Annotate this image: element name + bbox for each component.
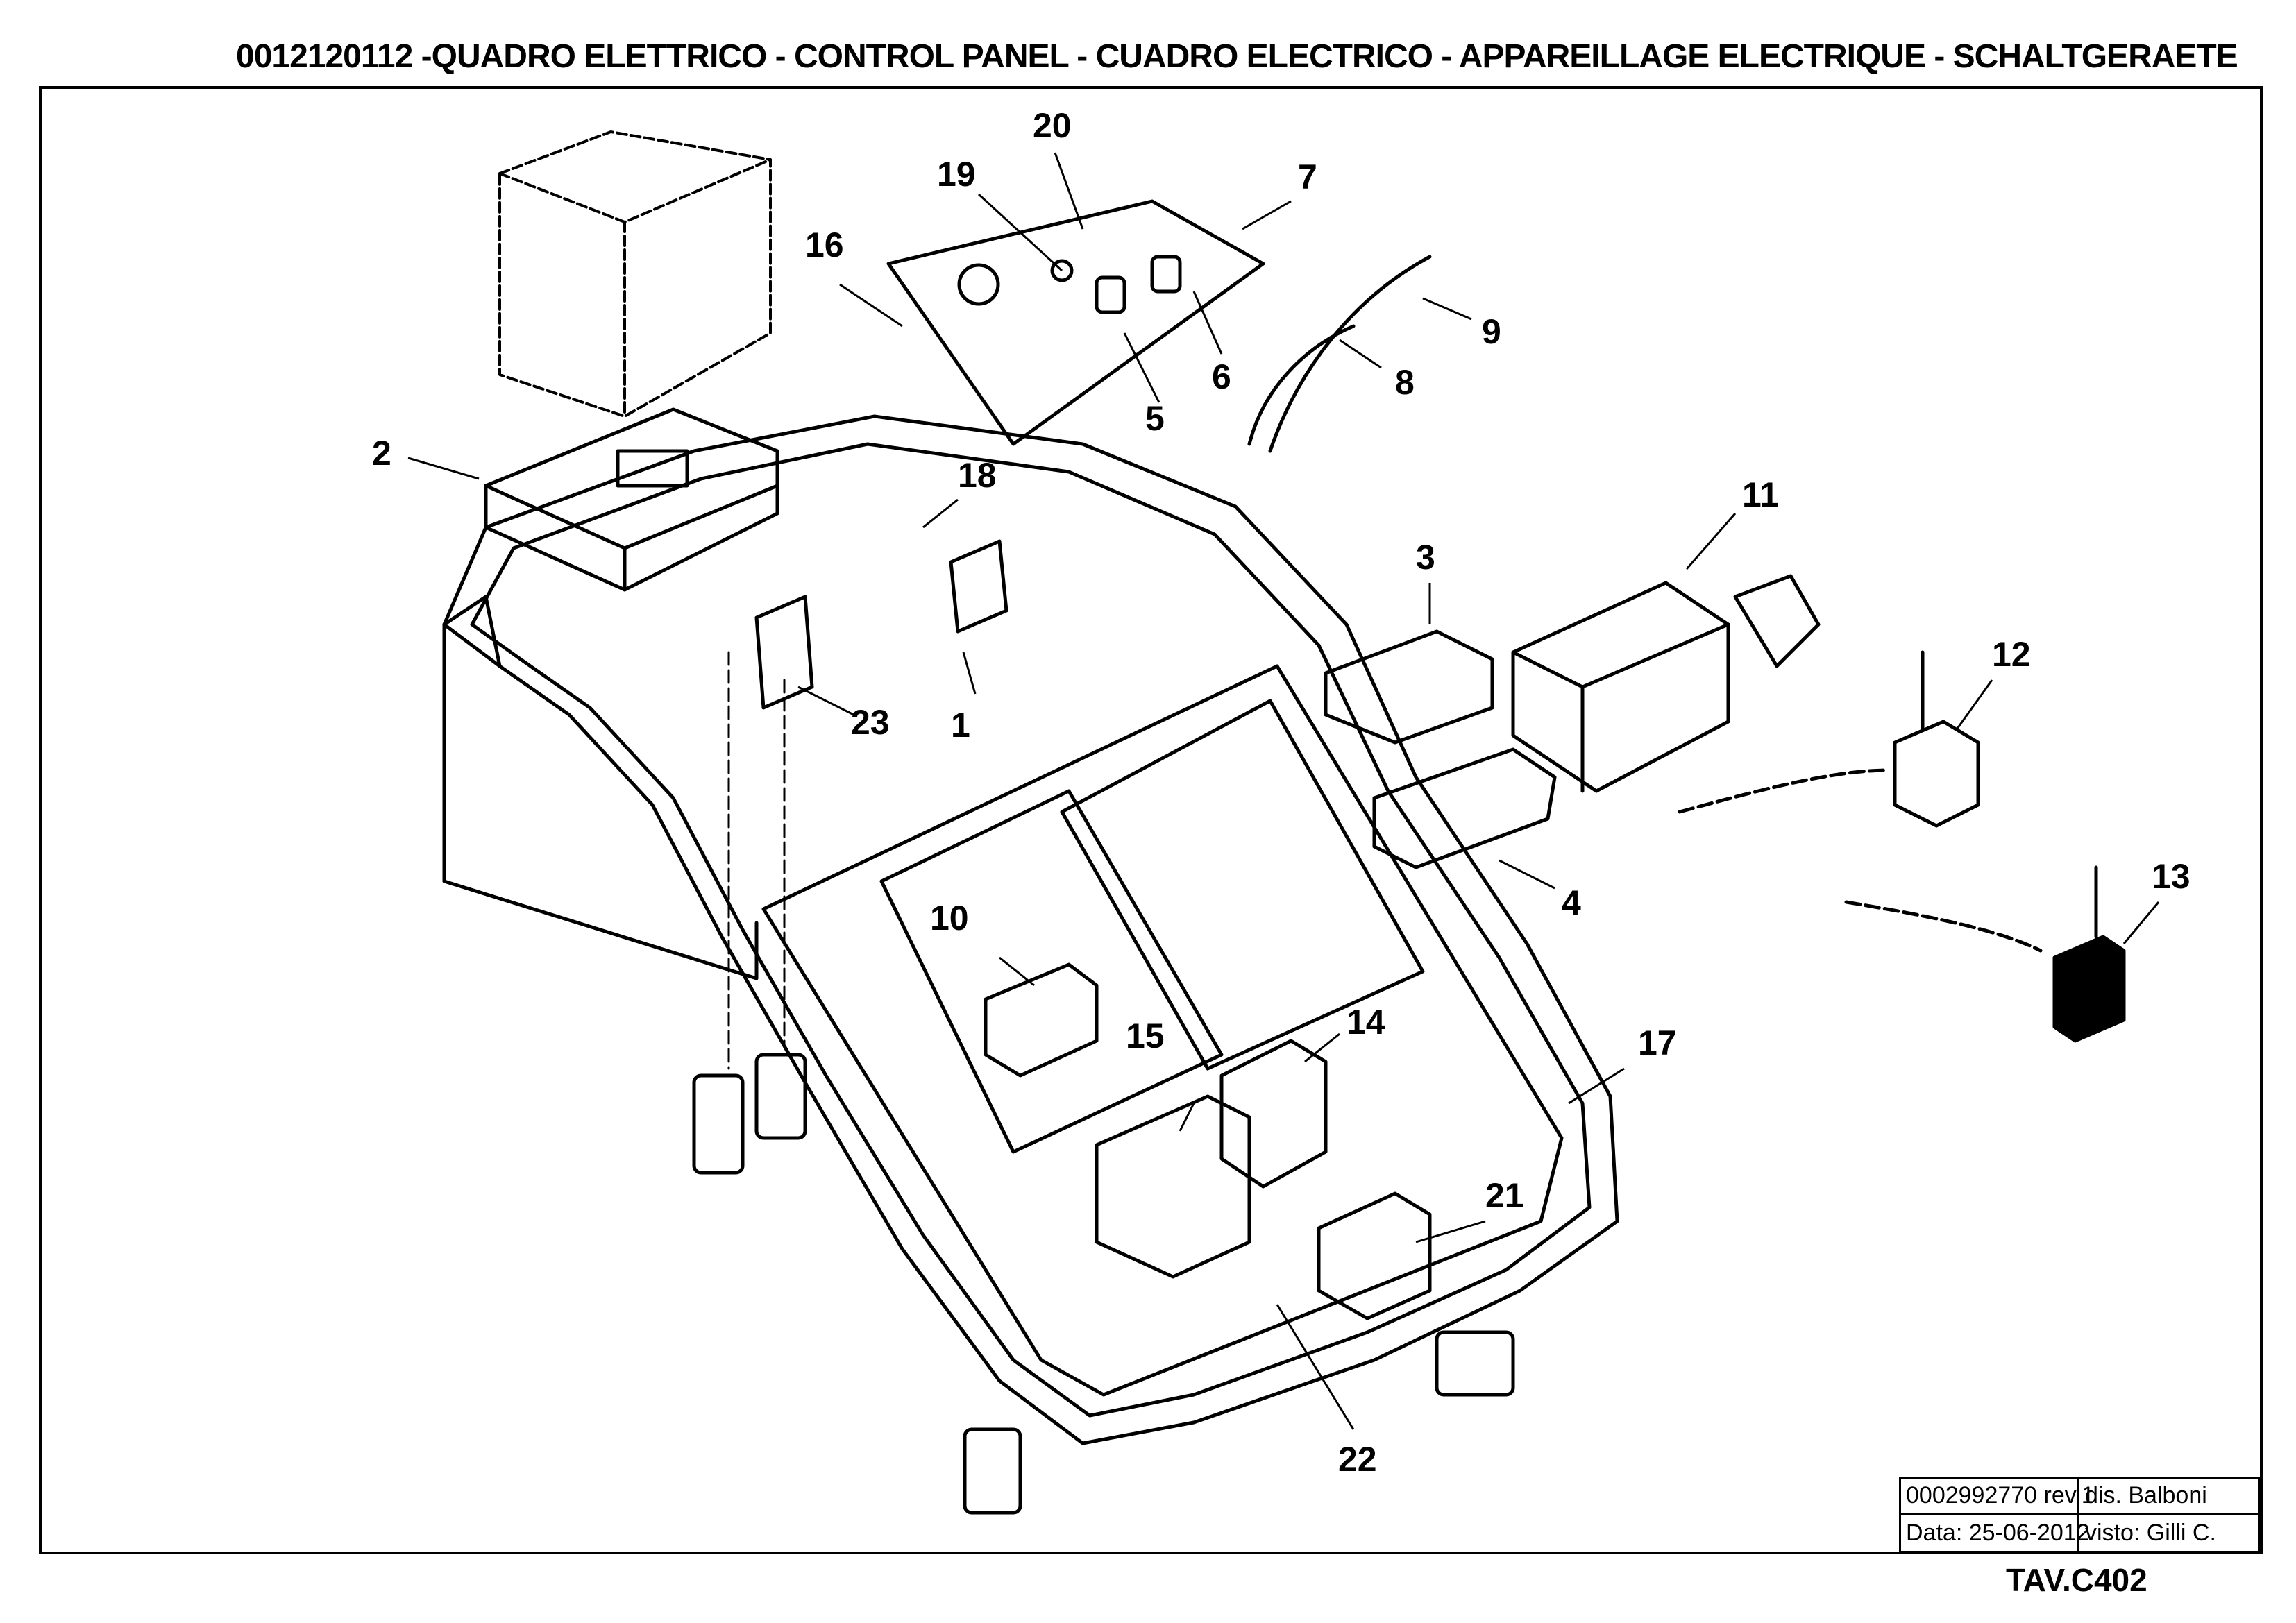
callout-16: 16 — [805, 226, 844, 264]
checked-by: visto: Gilli C. — [2085, 1520, 2216, 1546]
callout-15: 15 — [1126, 1017, 1165, 1055]
leader-lines — [407, 152, 2160, 1430]
drawing-border — [39, 86, 2263, 1554]
terminal-block-part-15 — [1095, 1094, 1251, 1279]
terminal-part-21 — [1317, 1191, 1432, 1320]
contactor-part-11 — [1511, 574, 1821, 793]
callout-13: 13 — [2152, 857, 2191, 896]
callout-21: 21 — [1485, 1176, 1524, 1215]
drawing-number: 0002992770 rev.1 — [1906, 1482, 2095, 1509]
connector-part-1 — [949, 539, 1008, 634]
socket-part-10 — [984, 962, 1099, 1078]
callout-3: 3 — [1416, 538, 1435, 577]
callout-11: 11 — [1742, 475, 1779, 514]
callout-6: 6 — [1212, 357, 1231, 396]
terminal-box-part-2 — [484, 407, 779, 592]
callout-9: 9 — [1482, 312, 1501, 351]
connector-part-13 — [1844, 865, 2126, 1043]
callout-19: 19 — [937, 155, 976, 194]
callout-5: 5 — [1145, 399, 1165, 438]
terminal-part-4 — [1372, 747, 1557, 869]
callout-14: 14 — [1347, 1003, 1385, 1042]
callout-23: 23 — [851, 703, 890, 742]
relay-part-3 — [1324, 629, 1494, 745]
cable-gland-fittings — [692, 651, 1515, 1515]
callout-20: 20 — [1033, 106, 1072, 145]
drawing-date: Data: 25-06-2012 — [1906, 1520, 2090, 1546]
callout-7: 7 — [1298, 158, 1317, 196]
connector-part-23 — [754, 595, 814, 710]
callout-18: 18 — [958, 456, 997, 495]
callout-12: 12 — [1992, 635, 2031, 674]
callout-22: 22 — [1338, 1440, 1377, 1479]
sheet-code: TAV.C402 — [2006, 1562, 2147, 1598]
cover-housing — [498, 130, 772, 418]
callout-2: 2 — [372, 434, 391, 473]
title-block-divider — [1899, 1513, 2260, 1515]
connector-part-12 — [1678, 650, 1980, 828]
callout-10: 10 — [930, 899, 969, 937]
callout-4: 4 — [1562, 883, 1581, 922]
enclosure-part-17 — [442, 414, 1619, 1445]
page-title: 0012120112 -QUADRO ELETTRICO - CONTROL P… — [236, 38, 2238, 75]
drawn-by: dis. Balboni — [2085, 1482, 2207, 1509]
wires-part-8-9 — [1247, 255, 1432, 453]
control-plate-part-7 — [886, 199, 1265, 446]
callout-8: 8 — [1395, 363, 1415, 402]
callout-1: 1 — [951, 706, 970, 745]
callout-17: 17 — [1638, 1023, 1677, 1062]
terminal-block-part-14 — [1219, 1039, 1328, 1189]
